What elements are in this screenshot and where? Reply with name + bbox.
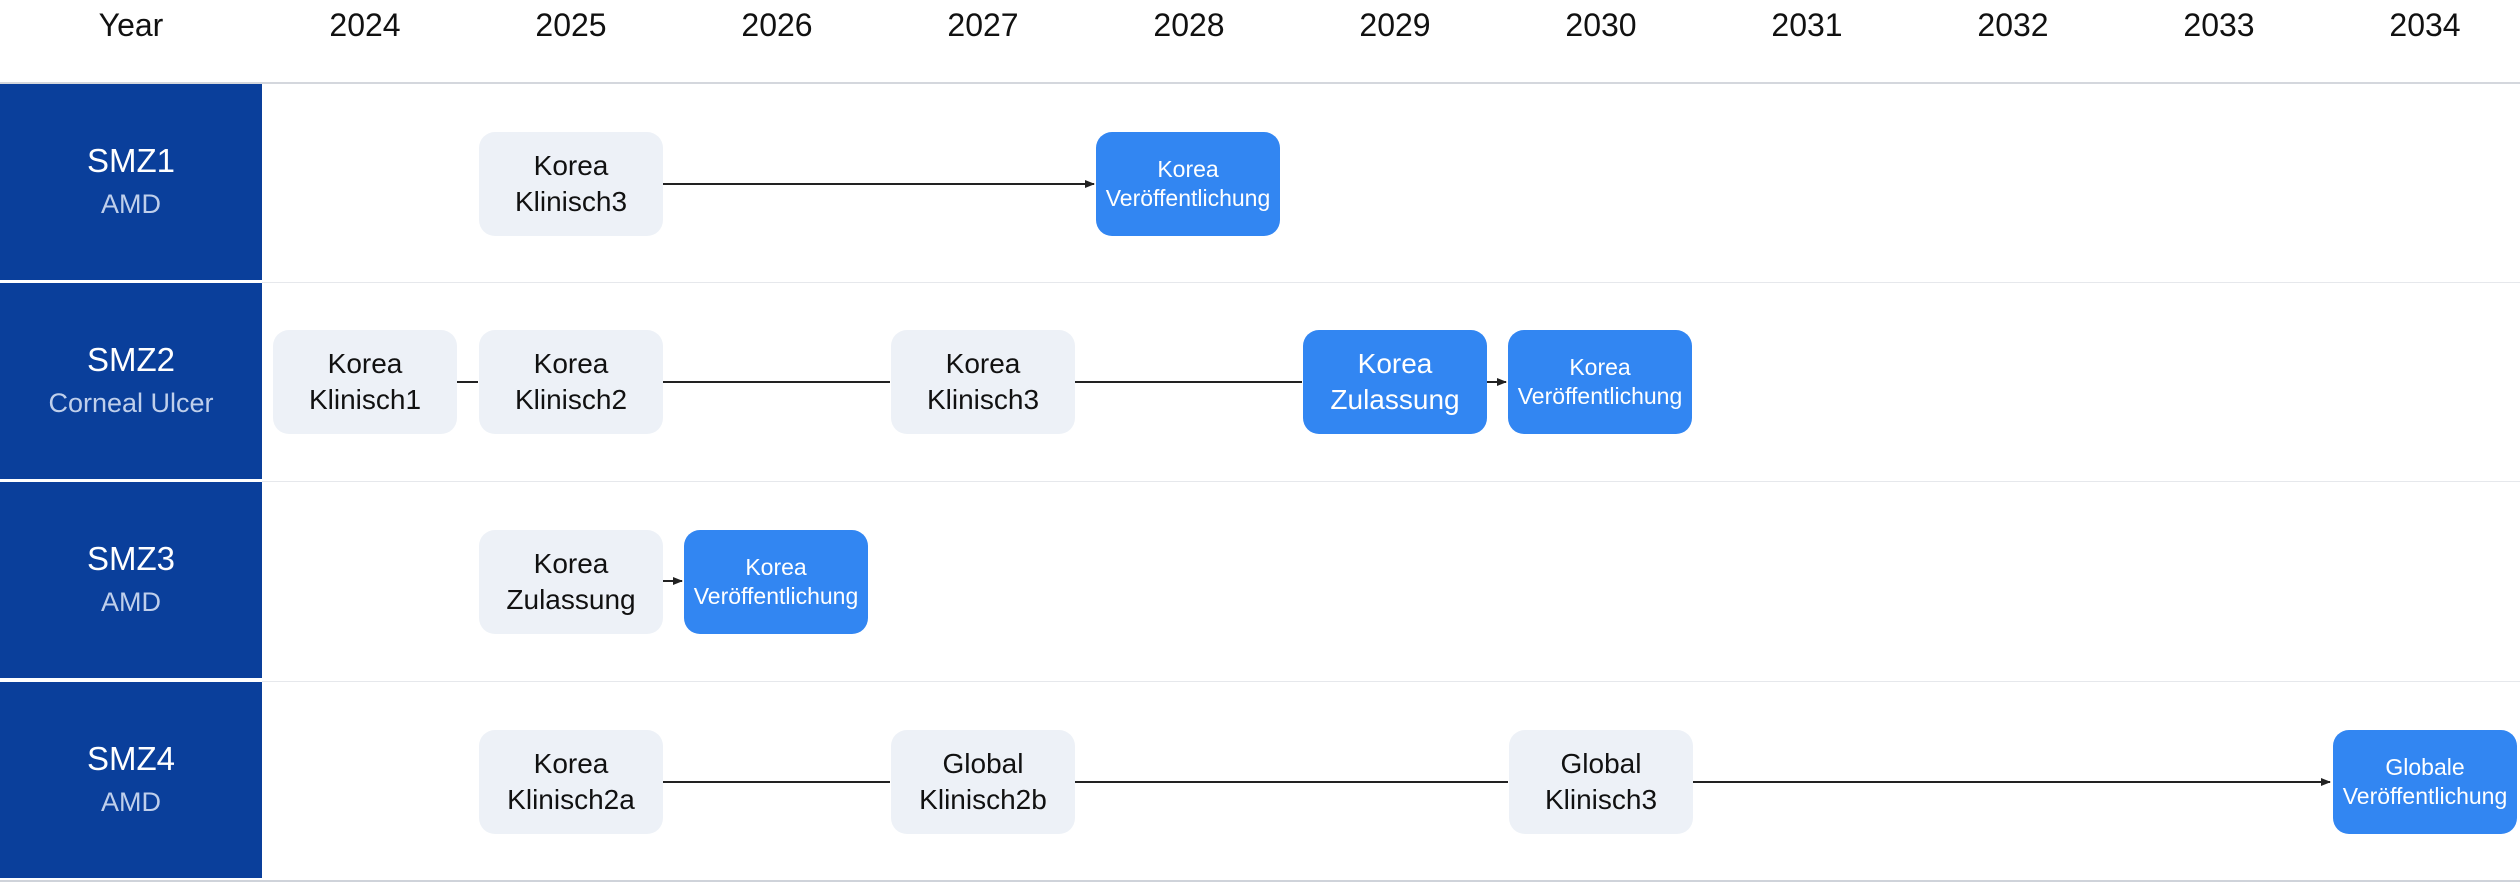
phase-node: Korea Klinisch3	[891, 330, 1075, 434]
product-name: SMZ1	[86, 142, 175, 179]
node-region: Korea	[1357, 348, 1433, 379]
year-2028: 2028	[1153, 7, 1225, 43]
year-2032: 2032	[1977, 7, 2049, 43]
year-2031: 2031	[1771, 7, 1843, 43]
node-phase: Zulassung	[506, 584, 636, 615]
node-region: Globale	[2385, 754, 2465, 780]
node-phase: Klinisch2	[514, 384, 628, 415]
node-region: Korea	[945, 348, 1021, 379]
milestone-node: Korea Zulassung	[1303, 330, 1487, 434]
row-divider	[262, 481, 2520, 482]
node-phase: Veröffentlichung	[693, 583, 859, 609]
row-divider	[262, 282, 2520, 283]
year-2026: 2026	[741, 7, 813, 43]
product-indication: AMD	[101, 189, 161, 219]
bottom-divider	[0, 880, 2520, 882]
node-phase: Klinisch3	[926, 384, 1040, 415]
product-name: SMZ2	[86, 341, 175, 378]
phase-node: Global Klinisch3	[1509, 730, 1693, 834]
milestone-node: Korea Veröffentlichung	[1508, 330, 1692, 434]
milestone-node: Globale Veröffentlichung	[2333, 730, 2517, 834]
node-region: Korea	[533, 348, 609, 379]
node-phase: Klinisch3	[1544, 784, 1658, 815]
product-indication: Corneal Ulcer	[48, 388, 214, 418]
node-phase: Klinisch3	[514, 186, 628, 217]
node-region: Korea	[533, 748, 609, 779]
timeline-header: Year 2024 2025 2026 2027 2028 2029 2030 …	[0, 0, 2520, 82]
phase-node: Korea Klinisch2	[479, 330, 663, 434]
header-divider	[0, 82, 2520, 84]
phase-node: Global Klinisch2b	[891, 730, 1075, 834]
phase-node: Korea Klinisch2a	[479, 730, 663, 834]
year-2024: 2024	[329, 7, 401, 43]
phase-node: Korea Zulassung	[479, 530, 663, 634]
node-region: Korea	[745, 554, 807, 580]
node-phase: Veröffentlichung	[1517, 383, 1683, 409]
node-phase: Veröffentlichung	[1105, 185, 1271, 211]
node-region: Korea	[1157, 156, 1219, 182]
phase-node: Korea Klinisch1	[273, 330, 457, 434]
node-region: Korea	[327, 348, 403, 379]
row-label-smz1: SMZ1 AMD	[0, 84, 262, 280]
milestone-node: Korea Veröffentlichung	[1096, 132, 1280, 236]
node-region: Global	[942, 748, 1024, 779]
year-2029: 2029	[1359, 7, 1431, 43]
row-label-smz2: SMZ2 Corneal Ulcer	[0, 283, 262, 479]
product-indication: AMD	[101, 787, 161, 817]
node-phase: Klinisch2a	[507, 784, 635, 815]
node-region: Korea	[533, 548, 609, 579]
year-2034: 2034	[2389, 7, 2461, 43]
product-indication: AMD	[101, 587, 161, 617]
product-name: SMZ3	[86, 540, 175, 577]
row-label-smz4: SMZ4 AMD	[0, 682, 262, 878]
node-phase: Klinisch2b	[919, 784, 1047, 815]
year-2033: 2033	[2183, 7, 2255, 43]
product-name: SMZ4	[86, 740, 175, 777]
node-region: Global	[1560, 748, 1642, 779]
node-phase: Zulassung	[1330, 384, 1460, 415]
year-2025: 2025	[535, 7, 607, 43]
milestone-node: Korea Veröffentlichung	[684, 530, 868, 634]
year-2030: 2030	[1565, 7, 1637, 43]
row-label-smz3: SMZ3 AMD	[0, 482, 262, 678]
node-phase: Veröffentlichung	[2342, 783, 2508, 809]
row-divider	[262, 681, 2520, 682]
node-region: Korea	[1569, 354, 1631, 380]
node-region: Korea	[533, 150, 609, 181]
phase-node: Korea Klinisch3	[479, 132, 663, 236]
year-header-label: Year	[98, 7, 164, 43]
year-2027: 2027	[947, 7, 1019, 43]
node-phase: Klinisch1	[308, 384, 422, 415]
